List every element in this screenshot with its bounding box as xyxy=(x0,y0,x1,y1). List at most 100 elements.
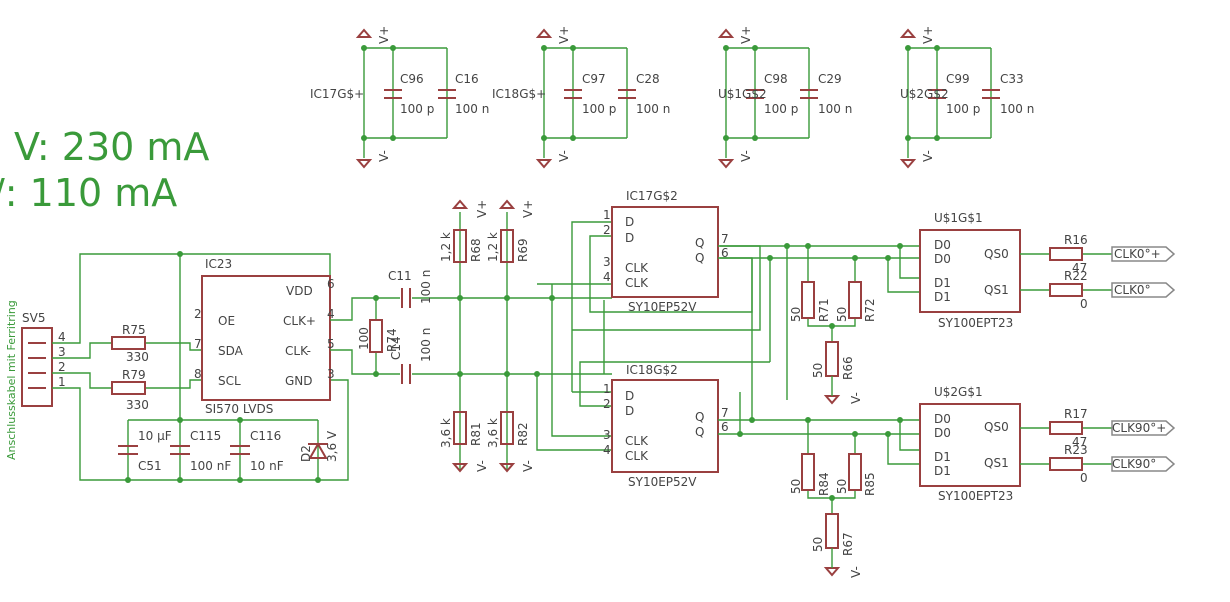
component-name: R79 xyxy=(122,368,146,382)
pin-label: QS0 xyxy=(984,247,1009,261)
cap-c51: 10 µF C51 xyxy=(118,429,172,473)
vminus-label: V- xyxy=(475,460,489,472)
cap-c116: C116 10 nF xyxy=(230,429,284,473)
component-value: 100 xyxy=(357,327,371,350)
pin-number: 1 xyxy=(603,208,611,222)
component-name: R66 xyxy=(841,356,855,380)
component-name: R75 xyxy=(122,323,146,337)
output-port-clk0p: CLK0°+ xyxy=(1111,246,1176,262)
resistor-r68: 1,2 k R68 V+ xyxy=(439,199,489,263)
cap-c115: C115 100 nF xyxy=(170,429,231,473)
ic-value: SY100EPT23 xyxy=(938,316,1013,330)
cap-value: 100 p xyxy=(400,102,434,116)
component-value: 10 nF xyxy=(250,459,284,473)
component-value: 47 xyxy=(1072,435,1087,449)
component-value: 3,6 k xyxy=(439,418,453,448)
power-group-2: IC18G$+ C97 100 p C28 100 n V+ V- xyxy=(492,26,670,169)
cap-value: 100 n xyxy=(455,102,489,116)
pin-number: 1 xyxy=(603,382,611,396)
component-name: R23 xyxy=(1064,443,1088,457)
pin-number: 6 xyxy=(327,277,335,291)
pin-number: 7 xyxy=(194,337,202,351)
ic-value: SY100EPT23 xyxy=(938,489,1013,503)
cap-value: 100 p xyxy=(946,102,980,116)
port-label: CLK90° xyxy=(1112,457,1156,471)
ic-name: U$2G$1 xyxy=(934,385,983,399)
resistor-r74: 100 R74 xyxy=(357,319,399,353)
pin-label: D1 xyxy=(934,464,951,478)
pin-number: 4 xyxy=(58,330,66,344)
pin-label: QS1 xyxy=(984,456,1009,470)
pin-label: D xyxy=(625,389,634,403)
pin-number: 2 xyxy=(603,223,611,237)
pin-number: 2 xyxy=(603,397,611,411)
component-value: 330 xyxy=(126,398,149,412)
component-name: R85 xyxy=(863,472,877,496)
vminus-label: V- xyxy=(849,392,863,404)
pin-label: CLK xyxy=(625,261,649,275)
pin-label: D xyxy=(625,404,634,418)
pin-label: CLK- xyxy=(285,344,311,358)
pin-label: D0 xyxy=(934,412,951,426)
component-name: R68 xyxy=(469,238,483,262)
vplus-label: V+ xyxy=(377,26,391,44)
power-ic-label: U$2G$2 xyxy=(900,87,949,101)
power-group-1: IC17G$+ C96 100 p C16 100 n V+ V- xyxy=(310,26,489,169)
cap-name: C98 xyxy=(764,72,788,86)
pin-number: 3 xyxy=(327,367,335,381)
resistor-r82: 3,6 k R82 V- xyxy=(486,411,535,473)
pin-label: D0 xyxy=(934,252,951,266)
pin-number: 2 xyxy=(194,307,202,321)
pin-number: 3 xyxy=(603,255,611,269)
vminus-label: V- xyxy=(521,460,535,472)
ic-value: SY10EP52V xyxy=(628,300,697,314)
pin-number: 6 xyxy=(721,246,729,260)
pin-label: VDD xyxy=(286,284,313,298)
port-label: CLK0°+ xyxy=(1114,247,1161,261)
vplus-label: V+ xyxy=(475,200,489,218)
vminus-label: V- xyxy=(921,150,935,162)
pin-label: CLK xyxy=(625,434,649,448)
component-value: 0 xyxy=(1080,297,1088,311)
resistor-r79: R79 330 xyxy=(111,368,149,412)
resistor-r16: R16 47 xyxy=(1049,233,1088,275)
pin-label: D1 xyxy=(934,290,951,304)
vminus-label: V- xyxy=(739,150,753,162)
resistor-r81: 3,6 k R81 V- xyxy=(439,411,489,473)
pin-label: D xyxy=(625,215,634,229)
power-group-4: U$2G$2 C99 100 p C33 100 n V+ V- xyxy=(899,26,1034,169)
resistor-r71: 50 R71 xyxy=(789,281,831,322)
pin-number: 4 xyxy=(327,307,335,321)
pin-number: 6 xyxy=(721,420,729,434)
cap-name: C97 xyxy=(582,72,606,86)
resistor-r66: 50 R66 V- xyxy=(811,341,863,405)
cap-name: C99 xyxy=(946,72,970,86)
resistor-r84: 50 R84 xyxy=(789,453,831,496)
ic-name: U$1G$1 xyxy=(934,211,983,225)
connector-sv5: SV5 Anschlusskabel mit Ferritring 4 3 2 … xyxy=(5,300,66,460)
output-port-clk90n: CLK90° xyxy=(1111,456,1176,472)
vplus-label: V+ xyxy=(739,26,753,44)
pin-number: 4 xyxy=(603,270,611,284)
pin-label: QS1 xyxy=(984,283,1009,297)
component-name: R72 xyxy=(863,298,877,322)
component-value: 0 xyxy=(1080,471,1088,485)
divider-u2: U$2G$1 SY100EPT23 D0 D0 D1 D1 QS0 QS1 xyxy=(919,385,1021,503)
component-value: 47 xyxy=(1072,261,1087,275)
cap-value: 100 p xyxy=(764,102,798,116)
pin-label: OE xyxy=(218,314,235,328)
component-name: C116 xyxy=(250,429,281,443)
component-value: 50 xyxy=(835,479,849,494)
component-name: R71 xyxy=(817,298,831,322)
vminus-label: V- xyxy=(377,150,391,162)
component-value: 50 xyxy=(835,307,849,322)
component-value: 100 n xyxy=(419,328,433,362)
diode-d2: D2 3,6 V xyxy=(299,430,339,462)
component-name: R74 xyxy=(385,328,399,352)
pin-label: Q xyxy=(695,251,704,265)
pin-number: 7 xyxy=(721,406,729,420)
divider-u1: U$1G$1 SY100EPT23 D0 D0 D1 D1 QS0 QS1 xyxy=(919,211,1021,330)
cap-c11: C11 100 n xyxy=(388,269,433,308)
cap-name: C29 xyxy=(818,72,842,86)
component-value: 330 xyxy=(126,350,149,364)
